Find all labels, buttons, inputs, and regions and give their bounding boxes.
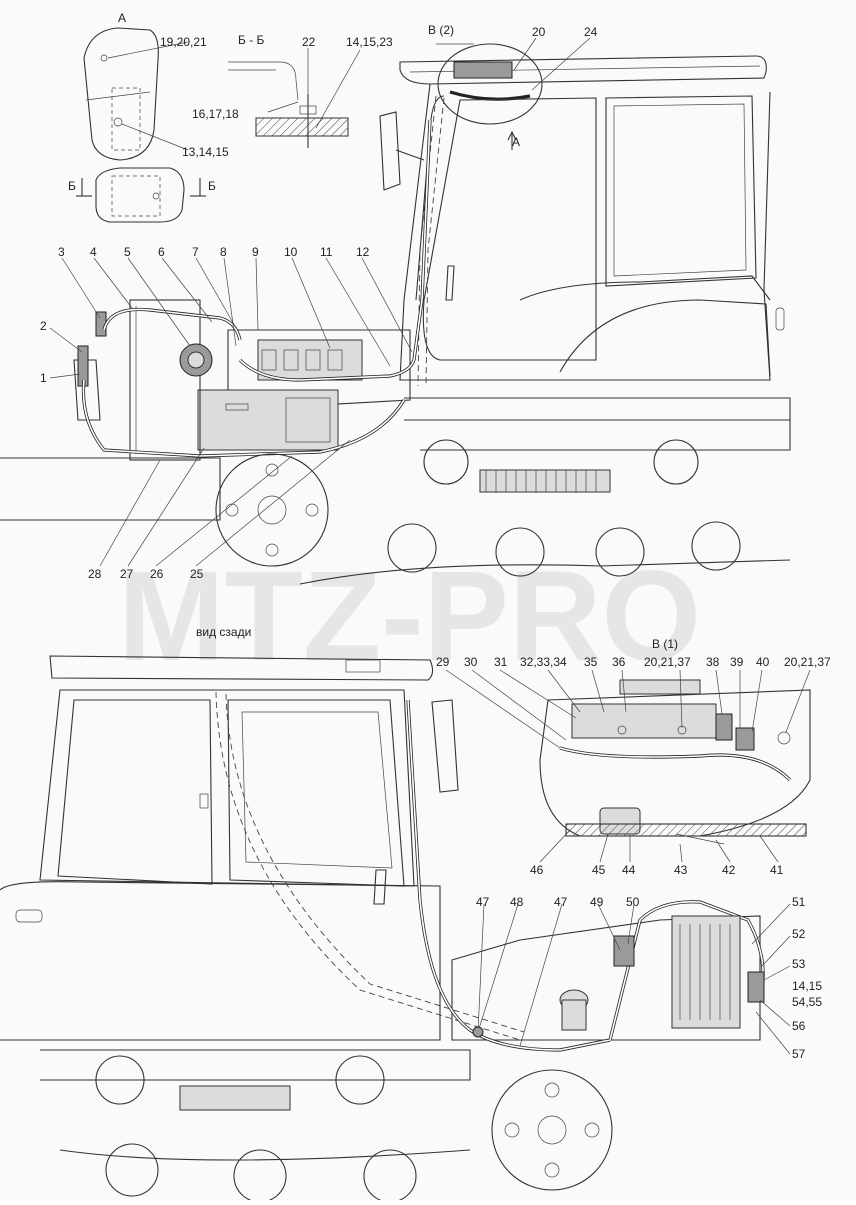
cab-body (379, 83, 785, 387)
callout-3: 3 (58, 245, 65, 259)
callout-19-20-21: 19,20,21 (160, 35, 207, 49)
callout-51: 51 (792, 895, 806, 909)
section-mark-left: Б (68, 179, 76, 193)
callout-50: 50 (626, 895, 640, 909)
callout-35: 35 (584, 655, 598, 669)
detail-view-a (83, 27, 189, 161)
section-bb-detail (228, 48, 361, 148)
leaders-bottom (445, 669, 811, 1055)
callout-24: 24 (584, 25, 598, 39)
callout-12: 12 (356, 245, 370, 259)
callouts-top: 19,20,21 13,14,15 22 14,15,23 16,17,18 2… (40, 25, 598, 581)
view-a-title: А (118, 11, 126, 25)
view-labels: А Б - Б Б Б В (2) А вид сзади В (1) (68, 11, 678, 651)
callout-27: 27 (120, 567, 134, 581)
bottom-rear-view (0, 655, 811, 1203)
callout-57: 57 (792, 1047, 806, 1061)
callout-49: 49 (590, 895, 604, 909)
callout-1: 1 (40, 371, 47, 385)
callout-42: 42 (722, 863, 736, 877)
section-mark-right: Б (208, 179, 216, 193)
callout-16-17-18: 16,17,18 (192, 107, 239, 121)
callout-20-21-37-b: 20,21,37 (784, 655, 831, 669)
track-frame-top (0, 397, 791, 585)
callout-40: 40 (756, 655, 770, 669)
arrow-a-label: А (512, 135, 520, 149)
cab-rear (39, 689, 525, 1041)
callout-31: 31 (494, 655, 508, 669)
cab-roof-rear (49, 655, 434, 681)
callout-26: 26 (150, 567, 164, 581)
body-rear (0, 881, 761, 1041)
callout-43: 43 (674, 863, 688, 877)
callout-47-a: 47 (476, 895, 490, 909)
rear-view-title: вид сзади (196, 625, 251, 639)
callout-44: 44 (622, 863, 636, 877)
callout-39: 39 (730, 655, 744, 669)
callout-47-b: 47 (554, 895, 568, 909)
callout-54-55: 54,55 (792, 995, 822, 1009)
callout-32-33-34: 32,33,34 (520, 655, 567, 669)
callout-20: 20 (532, 25, 546, 39)
callout-9: 9 (252, 245, 259, 259)
callout-13-14-15: 13,14,15 (182, 145, 229, 159)
callout-41: 41 (770, 863, 784, 877)
callout-22: 22 (302, 35, 316, 49)
track-frame-bottom (40, 1049, 613, 1203)
view-v2-title: В (2) (428, 23, 454, 37)
detail-circle-v1 (539, 679, 811, 845)
section-plate (76, 167, 206, 223)
callout-53: 53 (792, 957, 806, 971)
callout-45: 45 (592, 863, 606, 877)
callout-36: 36 (612, 655, 626, 669)
callout-38: 38 (706, 655, 720, 669)
callout-8: 8 (220, 245, 227, 259)
callouts-bottom: 29 30 31 32,33,34 35 36 20,21,37 38 39 4… (436, 655, 831, 1061)
engine-area (73, 299, 411, 461)
callout-4: 4 (90, 245, 97, 259)
callout-28: 28 (88, 567, 102, 581)
callout-10: 10 (284, 245, 298, 259)
section-bb-title: Б - Б (238, 33, 265, 47)
callout-48: 48 (510, 895, 524, 909)
callout-29: 29 (436, 655, 450, 669)
view-v1-title: В (1) (652, 637, 678, 651)
leaders-top (49, 257, 413, 567)
callout-30: 30 (464, 655, 478, 669)
arrow-a-icon (507, 130, 517, 150)
callout-52: 52 (792, 927, 806, 941)
callout-2: 2 (40, 319, 47, 333)
callout-46: 46 (530, 863, 544, 877)
callout-56: 56 (792, 1019, 806, 1033)
ac-hoses-top (81, 119, 432, 458)
callout-20-21-37-a: 20,21,37 (644, 655, 691, 669)
detail-circle-v2 (436, 37, 591, 125)
callout-7: 7 (192, 245, 199, 259)
callout-5: 5 (124, 245, 131, 259)
callout-14-15-23: 14,15,23 (346, 35, 393, 49)
callout-14-15-b: 14,15 (792, 979, 822, 993)
callout-6: 6 (158, 245, 165, 259)
condenser-unit (559, 915, 765, 1031)
callout-11: 11 (320, 245, 333, 259)
callout-25: 25 (190, 567, 204, 581)
top-side-view (0, 27, 791, 585)
